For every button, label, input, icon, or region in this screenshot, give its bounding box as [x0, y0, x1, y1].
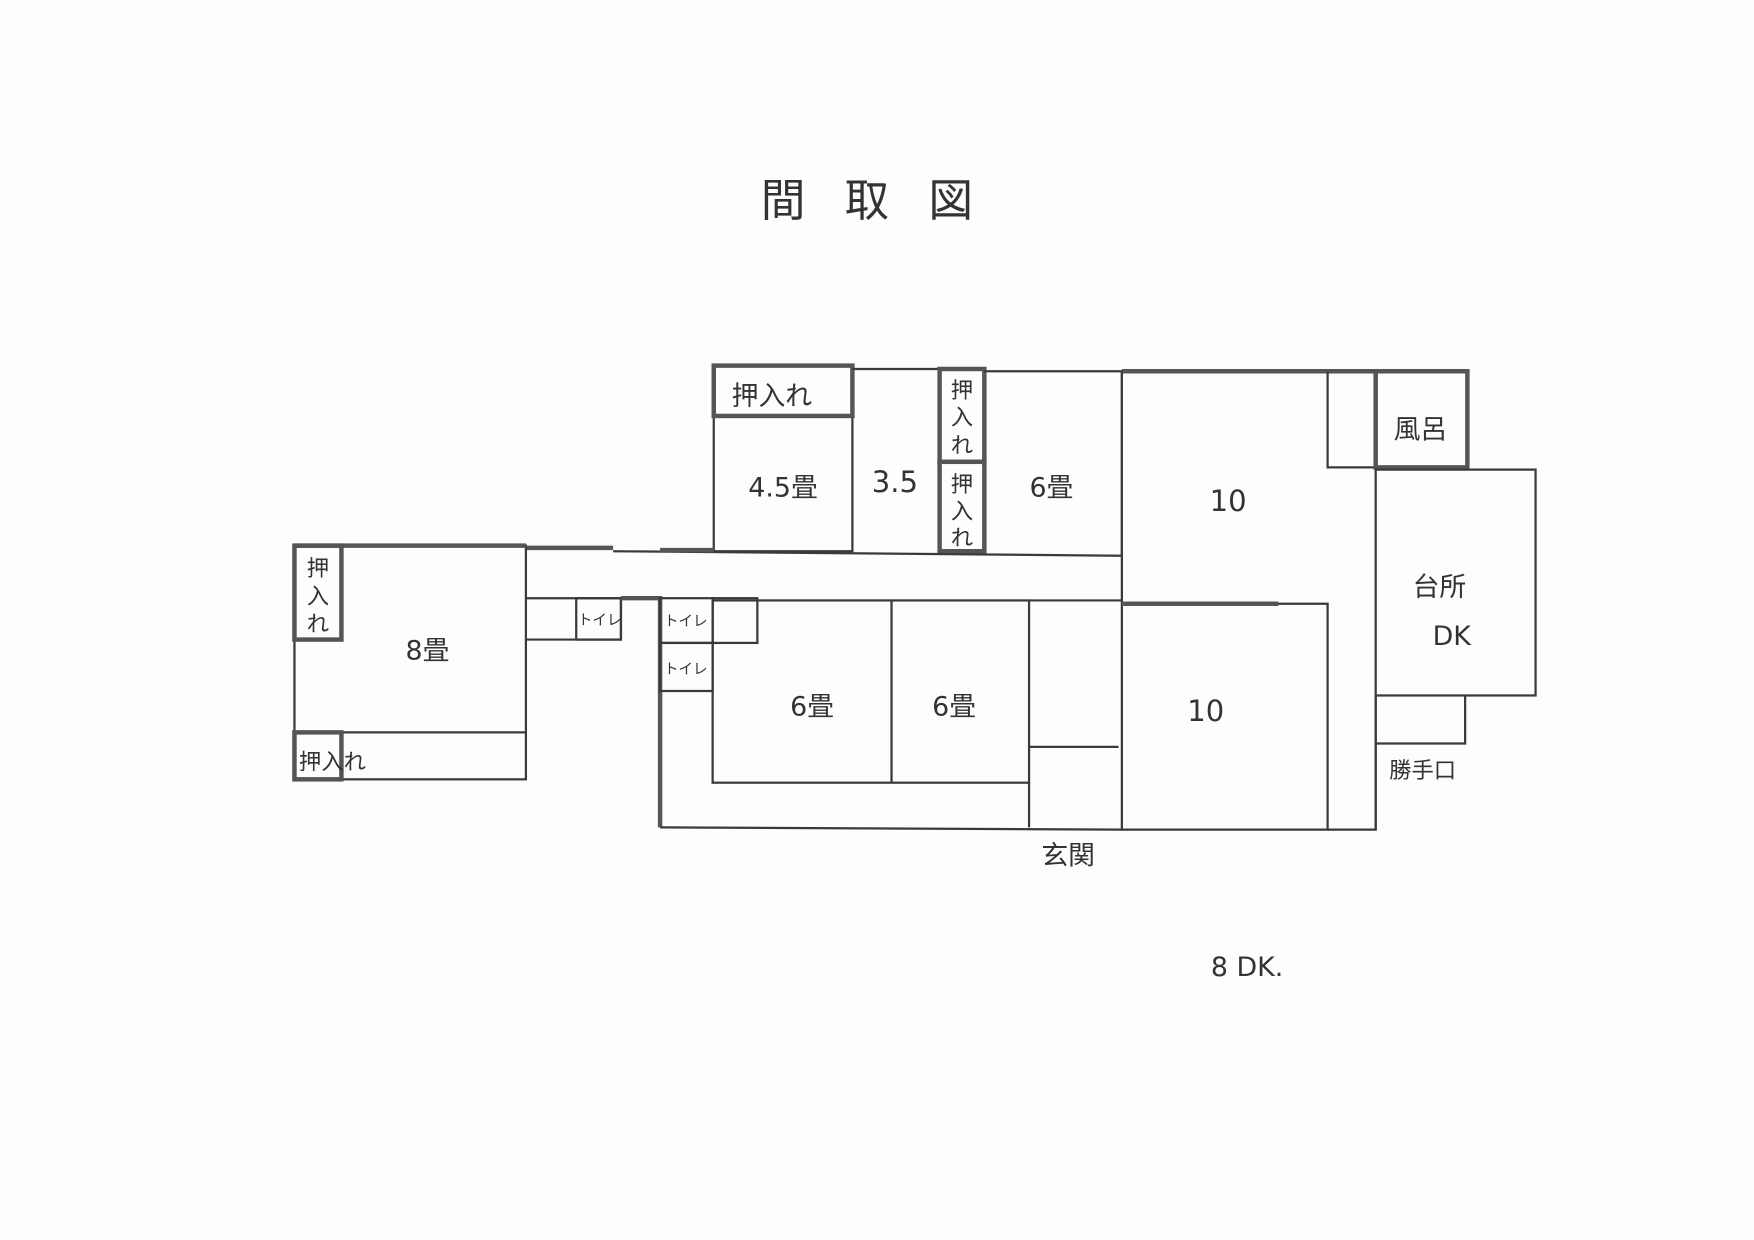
room-label-kitchen: 台所: [1413, 572, 1467, 603]
room-label-4-5: 4.5畳: [748, 472, 818, 503]
closet-vertical-labels: 押 入 れ 押 入 れ 押 入 れ: [307, 378, 973, 638]
title-char: 図: [928, 174, 973, 227]
closet-b: [937, 459, 987, 554]
closet-8-bottom: [292, 730, 344, 782]
closet-45: [711, 363, 855, 419]
closet-char: れ: [951, 433, 973, 459]
toilet-label: トイレ: [664, 614, 708, 630]
layout-type-label: 8 DK.: [1211, 952, 1283, 983]
room-label-6-right: 6畳: [932, 692, 976, 723]
room-label-6-top: 6畳: [1029, 472, 1073, 503]
closet-char: 入: [307, 584, 329, 610]
room-label-6-left: 6畳: [790, 692, 834, 723]
toilet-label: トイレ: [664, 662, 708, 678]
label-entrance: 玄関: [1041, 840, 1095, 871]
closet-char: れ: [307, 612, 329, 638]
room-label-3-5: 3.5: [872, 465, 918, 499]
closet-label: 押入れ: [299, 749, 366, 775]
closet-label: 押入れ: [732, 381, 813, 412]
walls: [292, 363, 1537, 831]
closet-char: 押: [307, 556, 329, 582]
kitchen-room: [1374, 468, 1537, 697]
closet-char: れ: [951, 526, 973, 552]
room-label-dk: DK: [1433, 621, 1473, 652]
closet-char: 押: [951, 472, 973, 498]
closet-char: 入: [951, 499, 973, 525]
room-label-10-top: 10: [1210, 484, 1247, 518]
label-back-door: 勝手口: [1389, 758, 1456, 784]
room-labels: 4.5畳 3.5 6畳 10 10 8畳 6畳 6畳 風呂 台所 DK 勝手口 …: [299, 378, 1472, 983]
room-label-bath: 風呂: [1394, 414, 1448, 445]
title-char: 取: [845, 174, 890, 227]
bath-room: [1373, 368, 1470, 470]
room-label-10-bottom: 10: [1187, 694, 1224, 728]
toilet-label: トイレ: [578, 613, 622, 629]
closet-8-side: [292, 543, 344, 642]
title-char: 間: [761, 174, 806, 227]
title: 間 取 図: [761, 174, 973, 227]
closet-char: 押: [951, 378, 973, 404]
room-label-8: 8畳: [406, 636, 450, 667]
closet-char: 入: [951, 405, 973, 431]
